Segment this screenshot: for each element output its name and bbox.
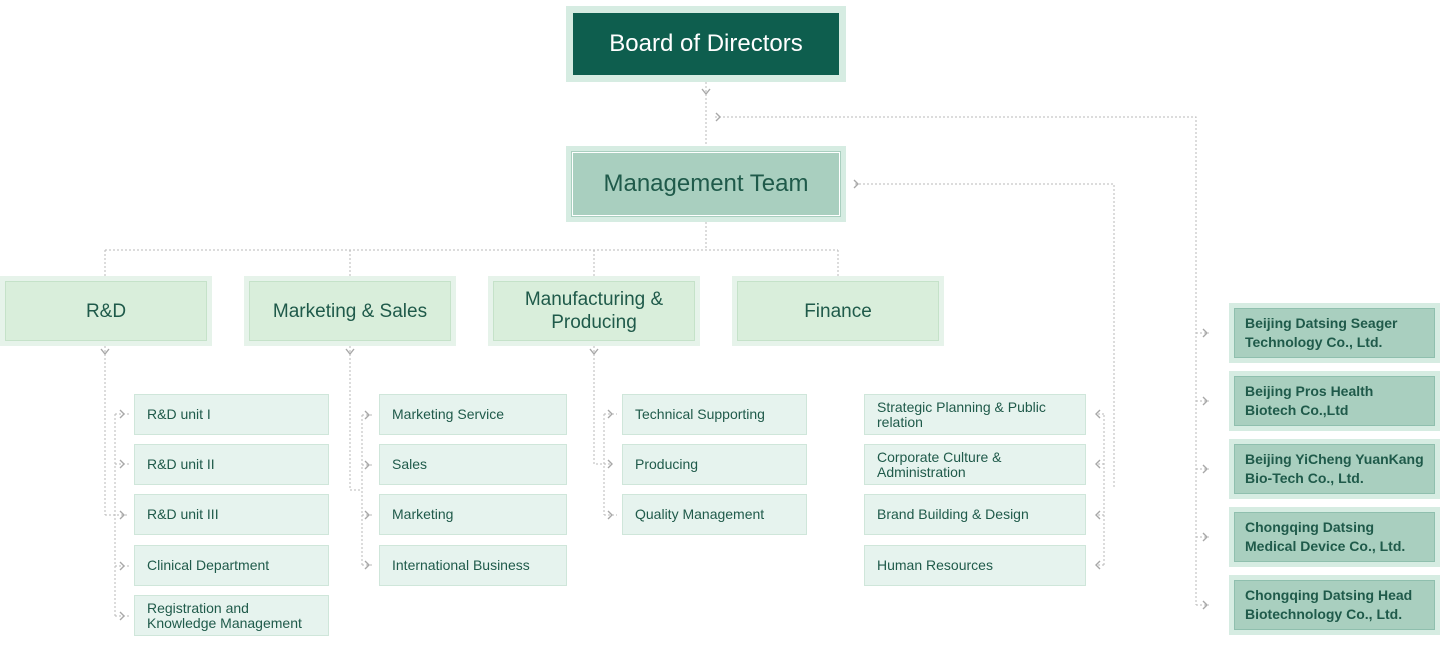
manufacturing-unit-box: Quality Management: [622, 494, 807, 535]
subsidiary-node: Chongqing Datsing Head Biotechnology Co.…: [1229, 575, 1440, 635]
subsidiary-label: Chongqing Datsing Head Biotechnology Co.…: [1234, 580, 1435, 630]
department-label: Finance: [737, 281, 939, 341]
rd-unit-box: R&D unit III: [134, 494, 329, 535]
department-manufacturing-node: Manufacturing & Producing: [488, 276, 700, 346]
rd-unit-box: R&D unit II: [134, 444, 329, 485]
department-label: R&D: [5, 281, 207, 341]
department-finance-node: Finance: [732, 276, 944, 346]
subsidiary-node: Beijing Datsing Seager Technology Co., L…: [1229, 303, 1440, 363]
board-of-directors-label: Board of Directors: [573, 13, 839, 75]
management-team-node: Management Team: [566, 146, 846, 222]
rd-unit-box: Registration and Knowledge Management: [134, 595, 329, 636]
management-unit-box: Corporate Culture & Administration: [864, 444, 1086, 485]
subsidiary-label: Chongqing Datsing Medical Device Co., Lt…: [1234, 512, 1435, 562]
marketing-unit-box: Marketing Service: [379, 394, 567, 435]
rd-unit-box: R&D unit I: [134, 394, 329, 435]
department-label: Manufacturing & Producing: [493, 281, 695, 341]
subsidiary-label: Beijing Datsing Seager Technology Co., L…: [1234, 308, 1435, 358]
department-marketing-sales-node: Marketing & Sales: [244, 276, 456, 346]
board-of-directors-node: Board of Directors: [566, 6, 846, 82]
marketing-unit-box: Marketing: [379, 494, 567, 535]
management-unit-box: Strategic Planning & Public relation: [864, 394, 1086, 435]
manufacturing-unit-box: Producing: [622, 444, 807, 485]
subsidiary-node: Chongqing Datsing Medical Device Co., Lt…: [1229, 507, 1440, 567]
management-unit-box: Brand Building & Design: [864, 494, 1086, 535]
rd-unit-box: Clinical Department: [134, 545, 329, 586]
marketing-unit-box: International Business: [379, 545, 567, 586]
subsidiary-label: Beijing Pros Health Biotech Co.,Ltd: [1234, 376, 1435, 426]
department-rd-node: R&D: [0, 276, 212, 346]
subsidiary-label: Beijing YiCheng YuanKang Bio-Tech Co., L…: [1234, 444, 1435, 494]
management-team-label: Management Team: [571, 151, 841, 217]
department-label: Marketing & Sales: [249, 281, 451, 341]
manufacturing-unit-box: Technical Supporting: [622, 394, 807, 435]
subsidiary-node: Beijing YiCheng YuanKang Bio-Tech Co., L…: [1229, 439, 1440, 499]
subsidiary-node: Beijing Pros Health Biotech Co.,Ltd: [1229, 371, 1440, 431]
management-unit-box: Human Resources: [864, 545, 1086, 586]
marketing-unit-box: Sales: [379, 444, 567, 485]
